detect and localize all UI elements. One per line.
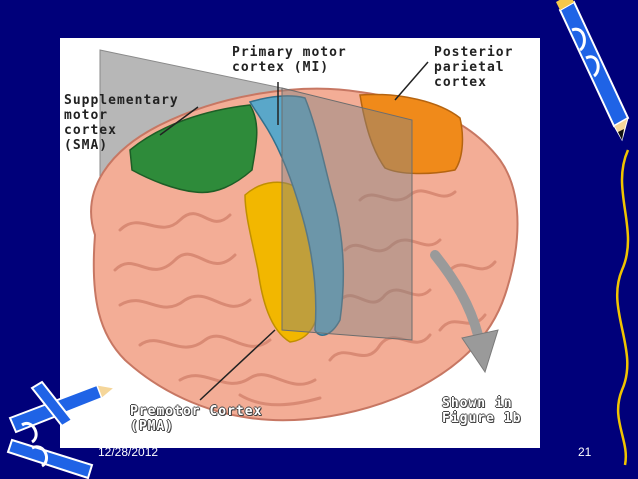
label-sma-line4: (SMA) — [64, 138, 109, 153]
posterior-parietal-region — [359, 93, 464, 175]
label-sma-line2: motor — [64, 108, 109, 123]
shown-in-arrowhead — [461, 329, 499, 374]
label-posterior-line3: cortex — [434, 75, 487, 90]
footer-page-number: 21 — [578, 445, 592, 459]
label-shown-in-line1: Shown in — [442, 396, 513, 411]
label-sma-line3: cortex — [64, 123, 117, 138]
label-primary-motor-line2: cortex (MI) — [232, 60, 330, 75]
shown-in-arrow — [430, 250, 483, 340]
label-primary-motor-line1: Primary motor — [232, 45, 347, 60]
section-plane-front — [281, 87, 413, 341]
decorative-squiggle — [616, 149, 630, 466]
label-shown-in-line2: Figure 1b — [442, 411, 522, 426]
label-premotor-line1: Premotor Cortex — [130, 404, 263, 419]
brain-gyri — [113, 189, 497, 407]
pencils-icon — [6, 380, 116, 479]
label-posterior-line2: parietal — [434, 60, 505, 75]
pencil-icon — [556, 0, 630, 142]
footer-date: 12/28/2012 — [98, 445, 159, 459]
leader-lines — [159, 61, 429, 401]
sma-region — [129, 104, 258, 194]
label-sma-line1: Supplementary — [64, 93, 179, 108]
label-premotor-line2: (PMA) — [130, 419, 175, 434]
label-posterior-line1: Posterior — [434, 45, 514, 60]
